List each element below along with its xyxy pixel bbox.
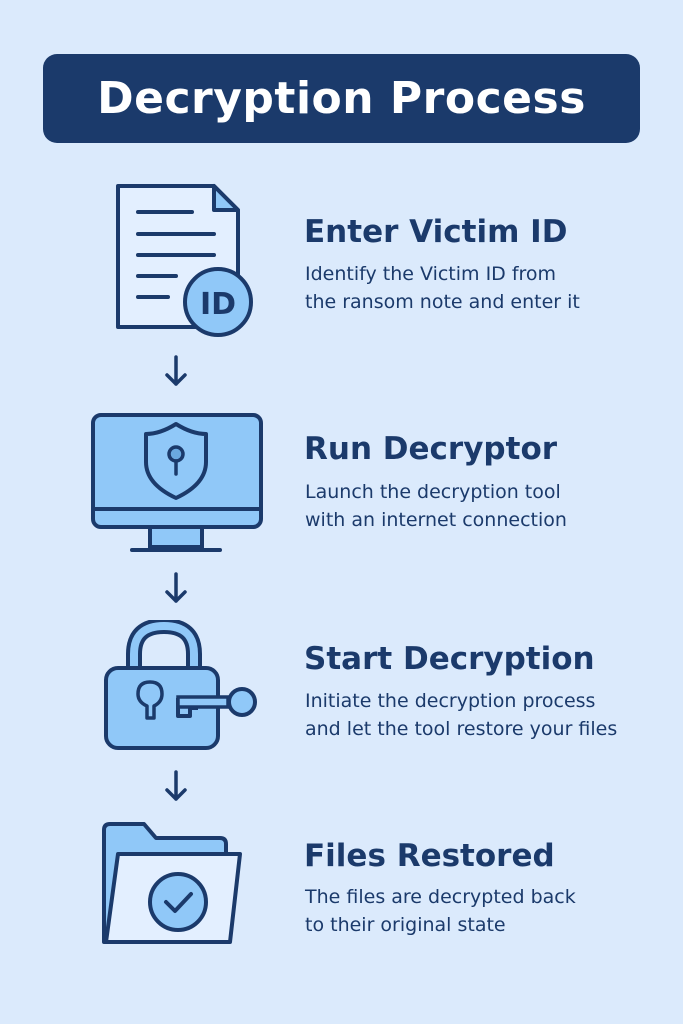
step-3-title: Start Decryption [304, 641, 595, 677]
step-1-desc-line2: the ransom note and enter it [305, 291, 580, 313]
step-3-desc-line2: and let the tool restore your files [305, 718, 618, 740]
id-badge-text: ID [200, 287, 236, 322]
step-2-description: Launch the decryption tool with an intern… [305, 478, 665, 534]
page-title: Decryption Process [97, 73, 586, 124]
step-3-desc-line1: Initiate the decryption process [305, 690, 596, 712]
arrow-down-icon [165, 770, 187, 801]
title-banner: Decryption Process [43, 54, 640, 143]
step-4-title: Files Restored [304, 838, 555, 874]
step-3-description: Initiate the decryption process and let t… [305, 687, 665, 743]
arrow-down-icon [165, 355, 187, 386]
step-4-desc-line1: The files are decrypted back [305, 886, 576, 908]
folder-check-icon [102, 822, 242, 944]
monitor-shield-icon [91, 413, 263, 552]
step-4-desc-line2: to their original state [305, 914, 506, 936]
padlock-key-icon [104, 620, 257, 750]
step-1-desc-line1: Identify the Victim ID from [305, 263, 557, 285]
step-1-description: Identify the Victim ID from the ransom no… [305, 260, 665, 316]
document-id-icon: ID [116, 184, 253, 337]
arrow-down-icon [165, 572, 187, 603]
step-2-desc-line2: with an internet connection [305, 509, 567, 531]
step-4-description: The files are decrypted back to their ori… [305, 883, 665, 939]
step-1-title: Enter Victim ID [304, 214, 568, 250]
step-2-title: Run Decryptor [304, 431, 558, 467]
step-2-desc-line1: Launch the decryption tool [305, 481, 561, 503]
